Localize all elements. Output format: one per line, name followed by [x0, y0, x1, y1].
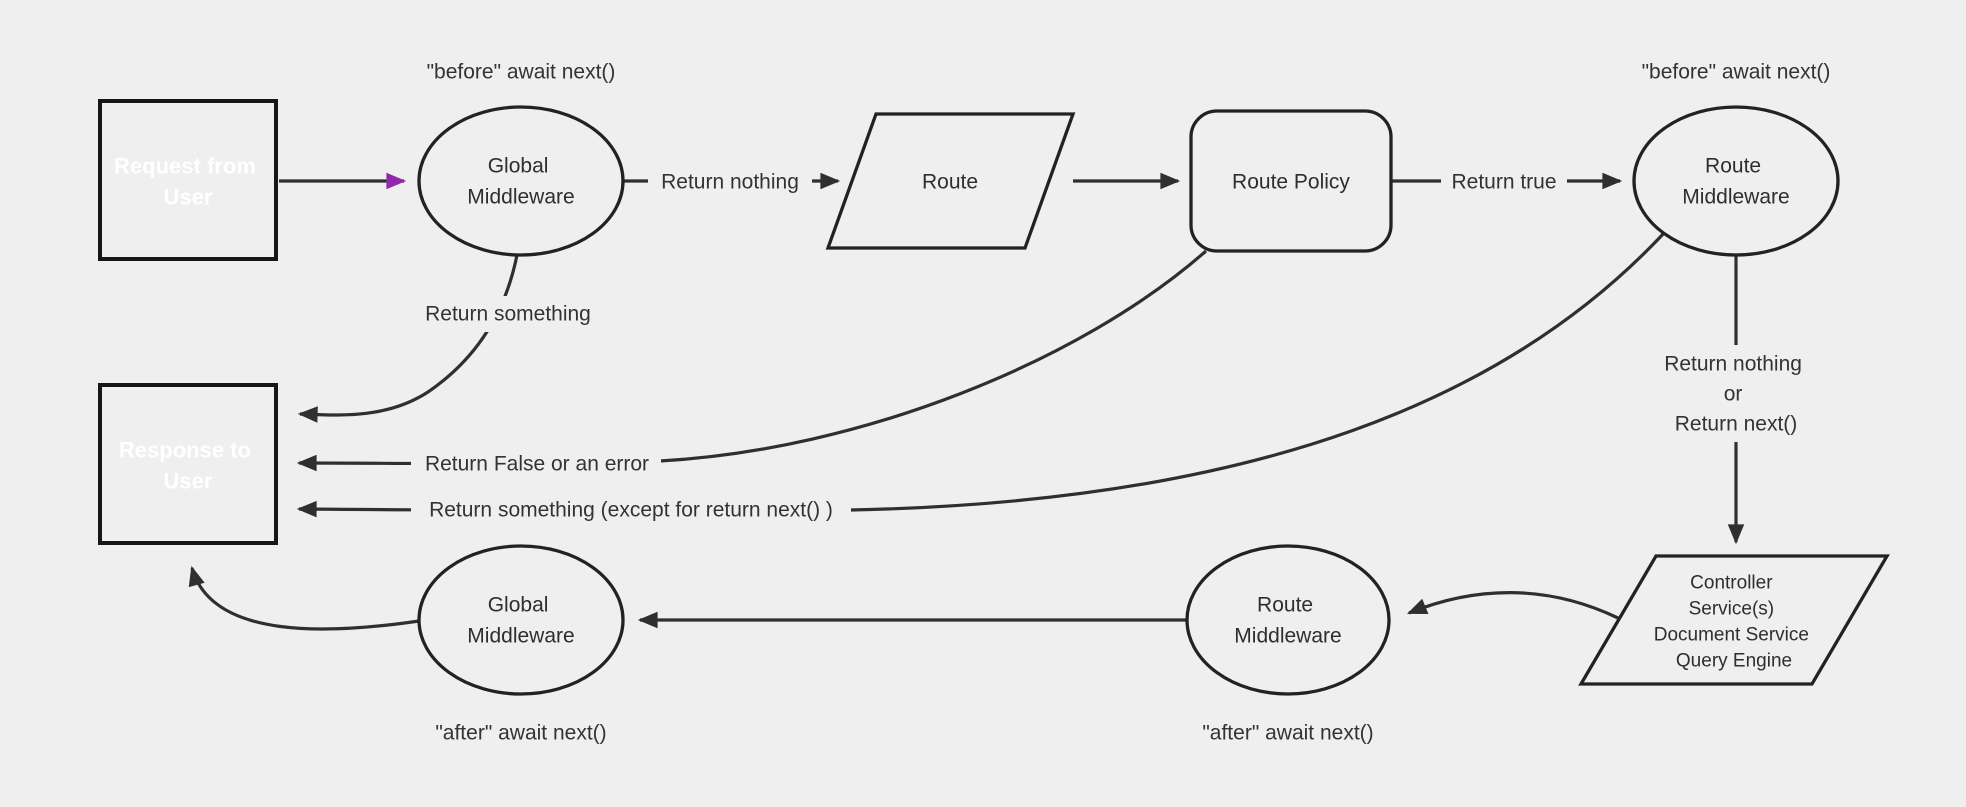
edge-label-return-something-except: Return something (except for return next…: [429, 499, 833, 522]
node-route-middleware-bottom: [1185, 544, 1391, 696]
edge-label-return-nothing: Return nothing: [661, 171, 799, 194]
node-controller-services: [1578, 554, 1890, 686]
annotation-after-await-right: "after" await next(): [1202, 722, 1373, 745]
edge-route-policy-to-response: [296, 249, 1208, 472]
node-request-from-user: [98, 99, 278, 261]
node-route: [825, 112, 1076, 250]
node-label-response: Response to User: [119, 430, 257, 494]
label-mask: [411, 445, 661, 482]
edge-global-middleware-top-to-response: [297, 254, 519, 423]
edge-label-return-nothing-or-next: Return nothing or Return next(): [1664, 346, 1808, 436]
node-label-route-middleware-bottom: Route Middleware: [1234, 587, 1341, 648]
node-global-middleware-bottom: [417, 544, 625, 696]
annotation-after-await-left: "after" await next(): [435, 722, 606, 745]
label-mask: [411, 492, 851, 529]
node-label-route: Route: [922, 171, 978, 194]
node-route-policy: [1189, 109, 1393, 253]
label-mask: [412, 296, 604, 332]
node-label-route-middleware-top: Route Middleware: [1682, 148, 1789, 209]
label-mask: [1644, 345, 1828, 442]
node-label-request: Request from User: [114, 146, 262, 210]
annotation-before-await-left: "before" await next(): [427, 61, 616, 84]
node-label-route-policy: Route Policy: [1232, 171, 1350, 194]
node-label-global-middleware-top: Global Middleware: [467, 148, 574, 209]
node-response-to-user: [98, 383, 278, 545]
node-global-middleware-top: [417, 105, 625, 257]
edge-label-return-something: Return something: [425, 303, 591, 326]
annotation-before-await-right: "before" await next(): [1642, 61, 1831, 84]
edge-label-return-true: Return true: [1451, 171, 1556, 194]
node-route-middleware-top: [1632, 105, 1840, 257]
edge-label-return-false: Return False or an error: [425, 453, 649, 476]
edge-global-middleware-bottom-to-response: [188, 565, 420, 631]
node-label-global-middleware-bottom: Global Middleware: [467, 587, 574, 648]
edge-controller-to-route-middleware-bottom: [1406, 591, 1619, 620]
label-mask: [648, 163, 812, 200]
label-mask: [1441, 163, 1567, 200]
node-label-controller-services: Controller Service(s) Document Service Q…: [1654, 567, 1815, 672]
